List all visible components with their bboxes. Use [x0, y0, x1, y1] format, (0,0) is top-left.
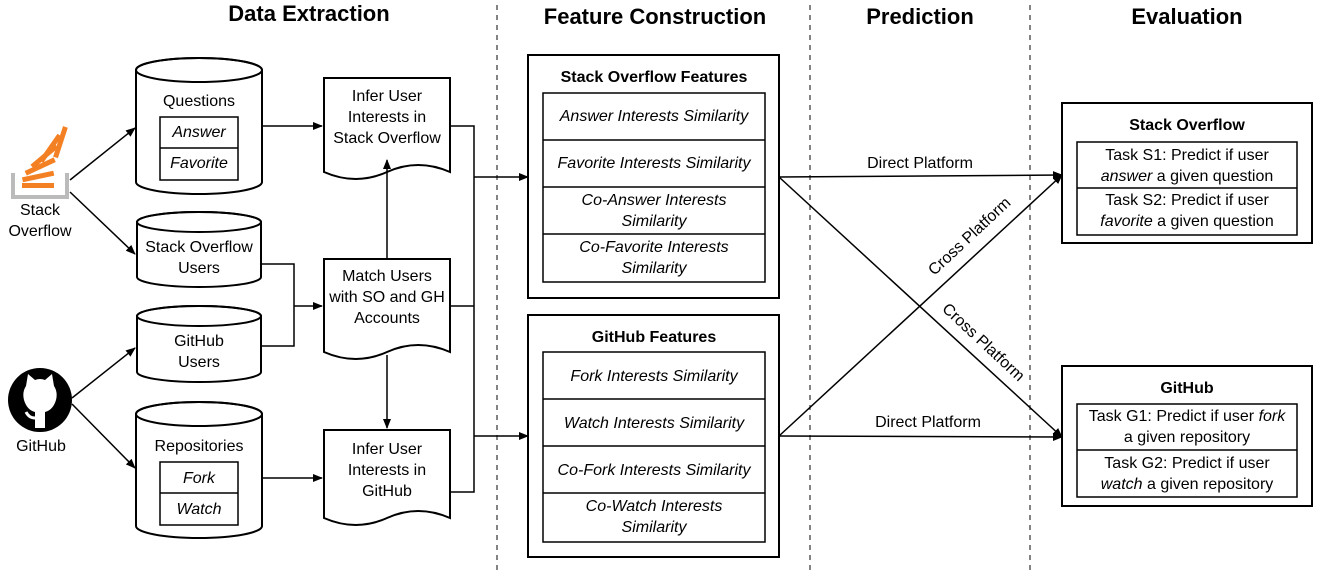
source-label-github: GitHub [16, 438, 66, 455]
evaluation-gh-title: GitHub [1160, 380, 1214, 397]
feature-co-watch-line1: Co-Watch Interests [586, 498, 723, 515]
database-gh-users-line2: Users [178, 354, 220, 371]
database-gh-users-line1: GitHub [174, 333, 224, 350]
task-g1-line1: Task G1: Predict if user fork [1089, 408, 1287, 425]
process-match-users: Match Users with SO and GH Accounts [323, 258, 451, 360]
feature-co-answer-line1: Co-Answer Interests [582, 192, 727, 209]
task-s2-line2: favorite a given question [1100, 213, 1273, 230]
process-infer-so-line3: Stack Overflow [333, 130, 441, 147]
features-gh-title: GitHub Features [592, 329, 717, 346]
evaluation-gh-panel: GitHub Task G1: Predict if user fork a g… [1061, 365, 1313, 507]
feature-co-watch-line2: Similarity [622, 519, 688, 536]
feature-answer-similarity: Answer Interests Similarity [559, 108, 749, 125]
stage-title-evaluation: Evaluation [1131, 4, 1242, 29]
process-infer-so-line1: Infer User [352, 88, 423, 105]
process-infer-gh-line2: Interests in [348, 462, 426, 479]
source-label-stackoverflow-1: Stack [20, 202, 61, 219]
evaluation-so-panel: Stack Overflow Task S1: Predict if user … [1061, 102, 1313, 244]
stackoverflow-logo-icon [11, 126, 69, 199]
label-cross-platform-down: Cross Platform [939, 300, 1028, 385]
task-s1-line1: Task S1: Predict if user [1105, 147, 1269, 164]
feature-co-fork-similarity: Co-Fork Interests Similarity [558, 462, 752, 479]
task-g1-line2: a given repository [1124, 429, 1250, 446]
task-s1-line2: answer a given question [1101, 168, 1274, 185]
features-so-title: Stack Overflow Features [561, 69, 748, 86]
feature-fork-similarity: Fork Interests Similarity [570, 368, 738, 385]
database-repositories-title: Repositories [155, 438, 244, 455]
label-direct-platform-top: Direct Platform [867, 155, 973, 172]
github-logo-icon [8, 368, 72, 432]
field-fork: Fork [183, 470, 216, 487]
process-infer-gh: Infer User Interests in GitHub [323, 429, 451, 526]
features-gh-panel: GitHub Features Fork Interests Similarit… [527, 314, 780, 558]
stage-title-construction: Feature Construction [544, 4, 766, 29]
source-label-stackoverflow-2: Overflow [8, 223, 72, 240]
database-questions-title: Questions [163, 93, 235, 110]
database-so-users-line2: Users [178, 260, 220, 277]
field-favorite: Favorite [170, 155, 228, 172]
process-match-line2: with SO and GH [328, 289, 445, 306]
feature-favorite-similarity: Favorite Interests Similarity [558, 155, 752, 172]
database-so-users: Stack Overflow Users [136, 211, 262, 288]
feature-co-favorite-line1: Co-Favorite Interests [579, 239, 728, 256]
stage-title-prediction: Prediction [866, 4, 974, 29]
prediction-edges [778, 171, 1063, 441]
database-repositories: Repositories Fork Watch [135, 401, 263, 539]
field-answer: Answer [171, 124, 226, 141]
database-so-users-line1: Stack Overflow [145, 239, 253, 256]
process-infer-so-line2: Interests in [348, 109, 426, 126]
process-match-line3: Accounts [354, 310, 420, 327]
database-gh-users: GitHub Users [136, 305, 262, 383]
feature-watch-similarity: Watch Interests Similarity [564, 415, 745, 432]
task-s2-line1: Task S2: Predict if user [1105, 192, 1269, 209]
evaluation-so-title: Stack Overflow [1129, 117, 1245, 134]
process-match-line1: Match Users [342, 268, 432, 285]
task-g2-line1: Task G2: Predict if user [1104, 455, 1270, 472]
process-infer-gh-line3: GitHub [362, 483, 412, 500]
field-watch: Watch [176, 501, 221, 518]
label-direct-platform-bottom: Direct Platform [875, 414, 981, 431]
extraction-edges [69, 122, 529, 493]
task-g2-line2: watch a given repository [1101, 476, 1274, 493]
process-infer-so: Infer User Interests in Stack Overflow [323, 77, 451, 180]
database-questions: Questions Answer Favorite [135, 57, 263, 195]
feature-co-answer-line2: Similarity [622, 213, 688, 230]
label-cross-platform-up: Cross Platform [925, 194, 1014, 279]
process-infer-gh-line1: Infer User [352, 441, 423, 458]
feature-co-favorite-line2: Similarity [622, 260, 688, 277]
stage-title-extraction: Data Extraction [228, 1, 389, 26]
features-so-panel: Stack Overflow Features Answer Interests… [527, 54, 780, 299]
